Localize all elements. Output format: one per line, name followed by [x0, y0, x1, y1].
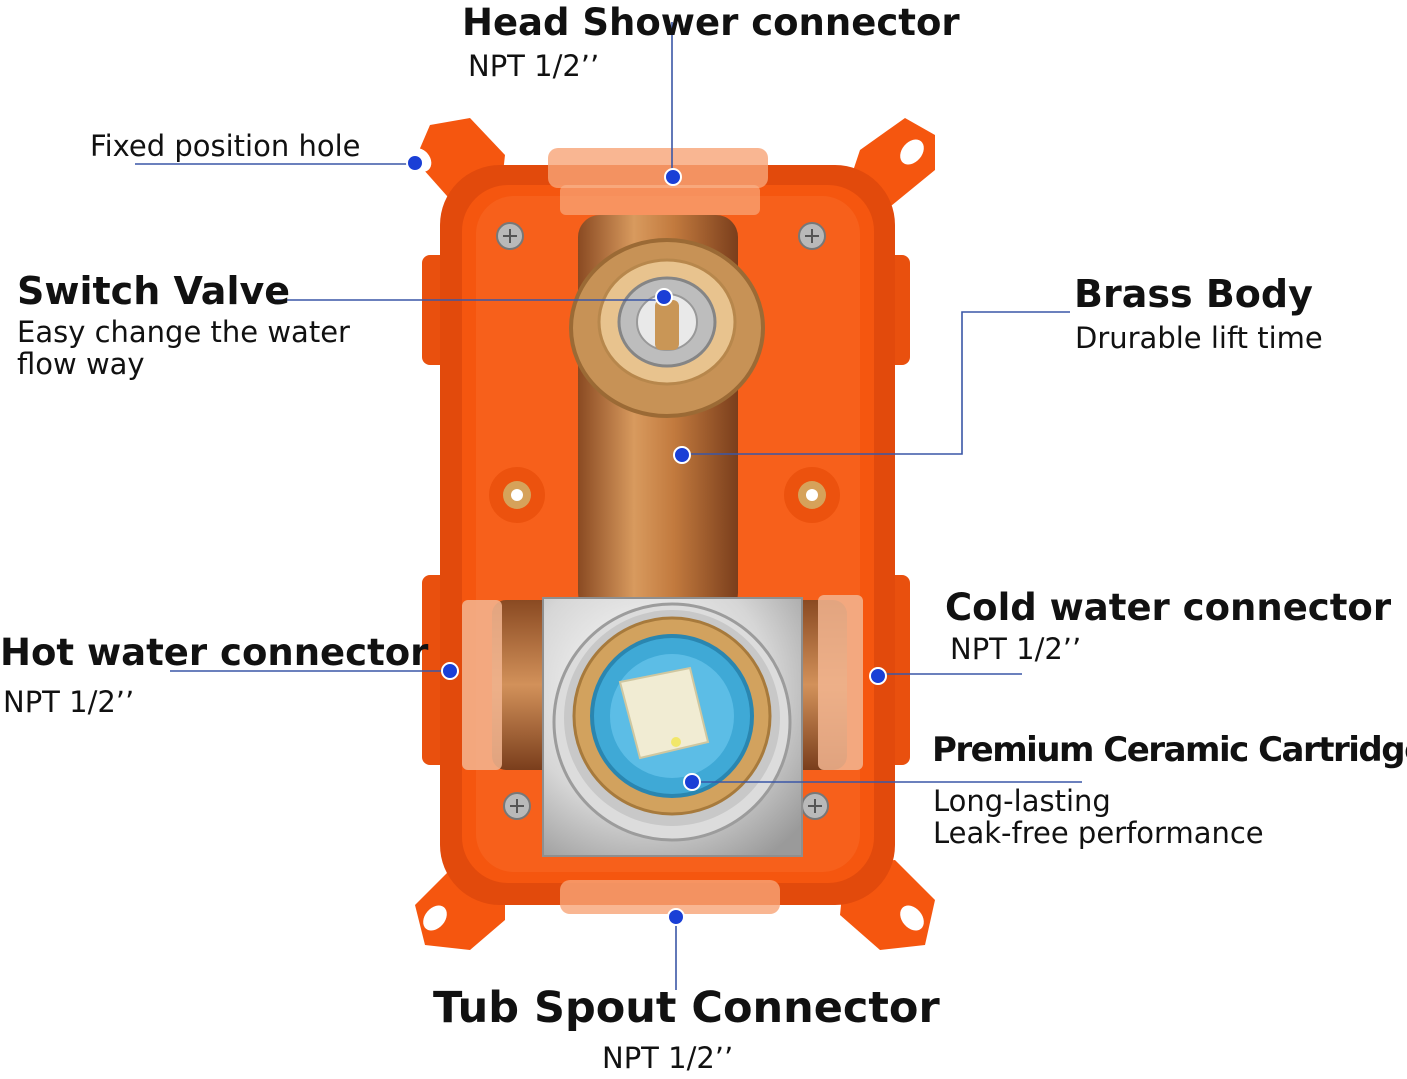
callout-lines [135, 22, 1082, 990]
callout-dot-fixed-hole [406, 154, 424, 172]
fixing-hole-left [489, 467, 545, 523]
hot-water-sub: NPT 1/2’’ [3, 685, 135, 719]
ceramic-cartridge-sub1: Long-lasting [933, 784, 1111, 818]
fixed-hole-title: Fixed position hole [90, 129, 361, 163]
screw-bottom-right [801, 792, 829, 820]
switch-valve-sub2: flow way [17, 347, 145, 381]
brass-body-title: Brass Body [1074, 272, 1313, 316]
callout-dot-head-shower [664, 168, 682, 186]
tub-spout-title: Tub Spout Connector [433, 983, 940, 1033]
brass-body-sub: Drurable lift time [1075, 321, 1323, 355]
cold-water-title: Cold water connector [945, 586, 1392, 629]
callout-dot-switch-valve [655, 288, 673, 306]
switch-valve-title: Switch Valve [17, 269, 291, 313]
head-shower-sub: NPT 1/2’’ [468, 49, 600, 83]
screw-top-right [798, 222, 826, 250]
tub-spout-sub: NPT 1/2’’ [602, 1041, 734, 1075]
ceramic-cartridge-title: Premium Ceramic Cartridge [932, 730, 1407, 770]
ceramic-cartridge [542, 597, 803, 857]
callout-dot-ceramic [683, 773, 701, 791]
screw-top-left [496, 222, 524, 250]
cold-water-sub: NPT 1/2’’ [950, 632, 1082, 666]
head-shower-title: Head Shower connector [462, 1, 960, 44]
callout-line-brass-body [682, 311, 1070, 455]
callout-dot-cold-water [869, 667, 887, 685]
hot-water-title: Hot water connector [0, 631, 429, 674]
callout-dot-hot-water [441, 662, 459, 680]
callout-dots [406, 154, 887, 926]
callout-dot-brass-body [673, 446, 691, 464]
switch-valve-cartridge [569, 238, 765, 418]
callout-dot-tub-spout [667, 908, 685, 926]
screw-bottom-left [503, 792, 531, 820]
switch-valve-sub1: Easy change the water [17, 315, 350, 349]
ceramic-cartridge-sub2: Leak-free performance [933, 816, 1264, 850]
fixing-hole-right [784, 467, 840, 523]
